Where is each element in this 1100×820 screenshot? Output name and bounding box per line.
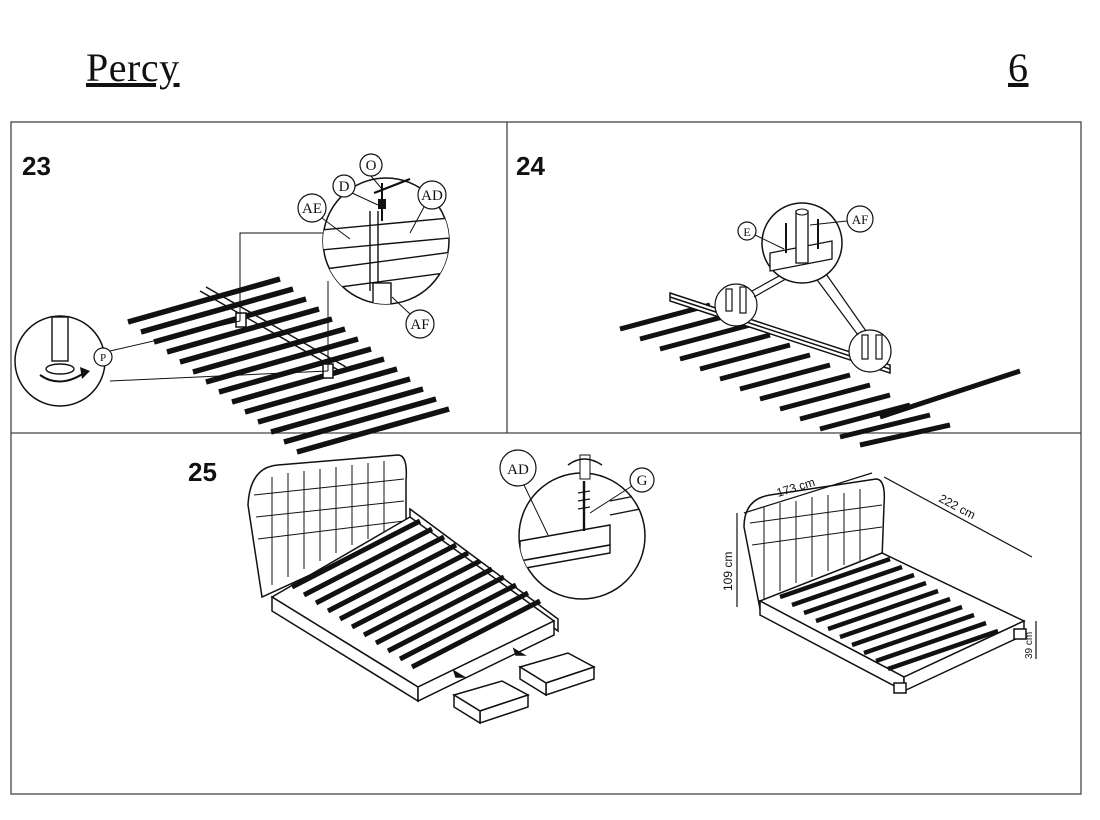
part-labels: E AF [737, 205, 874, 250]
length-dimension: 222 cm [937, 491, 978, 522]
label-p: P [93, 347, 113, 367]
part-labels: O D AD AE AF [93, 153, 447, 367]
insert-arrow-icon [452, 669, 467, 678]
height-dimension: 109 cm [721, 552, 735, 591]
slat-row-diagram [619, 302, 1021, 448]
assembled-bed-slats [779, 556, 999, 672]
step-25-panel: 25 [188, 449, 1037, 725]
drawers [452, 647, 596, 725]
svg-text:G: G [637, 473, 648, 489]
document-title: Percy [86, 45, 180, 90]
label-af: AF [391, 296, 435, 339]
step-24-panel: 24 [516, 151, 1021, 448]
svg-text:O: O [366, 158, 377, 174]
page-number: 6 [1008, 45, 1029, 90]
detail-circle-post [761, 202, 843, 284]
instruction-sheet: 23 [10, 121, 1082, 795]
svg-text:AE: AE [302, 201, 322, 217]
dimension-lines [736, 472, 1037, 659]
label-af: AF [809, 205, 874, 233]
insert-arrow-icon [512, 647, 527, 656]
svg-text:P: P [100, 352, 106, 364]
label-ad: AD [409, 180, 447, 234]
bed-slats [290, 518, 542, 670]
rotate-arrow-icon [80, 367, 90, 379]
svg-text:AF: AF [410, 317, 429, 333]
screwdriver-rotate-icon [567, 458, 603, 466]
step-number: 24 [516, 151, 545, 181]
svg-text:E: E [743, 225, 750, 239]
svg-text:AF: AF [852, 212, 869, 227]
label-e: E [737, 221, 785, 250]
svg-text:AD: AD [507, 462, 529, 478]
svg-text:AD: AD [421, 188, 443, 204]
label-g: G [589, 467, 655, 514]
label-d: D [332, 174, 379, 206]
step-number: 25 [188, 457, 217, 487]
label-o: O [359, 153, 383, 190]
part-labels: AD G [499, 449, 655, 536]
step-number: 23 [22, 151, 51, 181]
step-23-panel: 23 [14, 151, 450, 455]
svg-text:D: D [339, 179, 350, 195]
label-ad: AD [499, 449, 549, 536]
detail-circle-joint [322, 177, 450, 305]
bed-with-drawers-diagram [247, 454, 559, 703]
detail-circle-leg [14, 315, 106, 407]
label-ae: AE [297, 193, 351, 240]
leg-height-dimension: 39 cm [1024, 632, 1035, 659]
callout-lines [109, 232, 329, 382]
